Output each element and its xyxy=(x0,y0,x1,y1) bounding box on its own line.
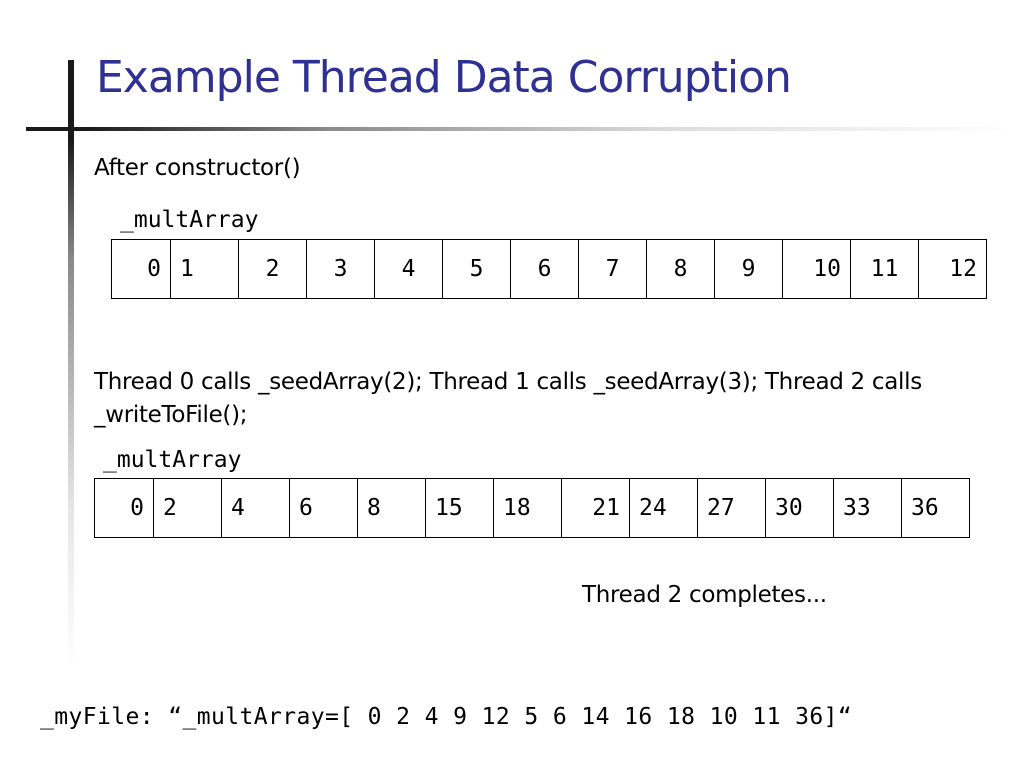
array1-cell: 10 xyxy=(783,239,851,299)
slide-title: Example Thread Data Corruption xyxy=(96,52,792,103)
array2-cell: 0 xyxy=(94,478,154,538)
array1-cell: 1 xyxy=(171,239,239,299)
array2-cell: 36 xyxy=(902,478,970,538)
array1-cell: 6 xyxy=(511,239,579,299)
array1-cell: 0 xyxy=(111,239,171,299)
array2-label: _multArray xyxy=(103,447,242,473)
array1-cell: 11 xyxy=(851,239,919,299)
thread-calls-text: Thread 0 calls _seedArray(2); Thread 1 c… xyxy=(94,369,922,428)
array1-cell: 3 xyxy=(307,239,375,299)
array1-cell: 8 xyxy=(647,239,715,299)
array2-cell: 15 xyxy=(426,478,494,538)
array2-cell: 30 xyxy=(766,478,834,538)
mult-array-initial: 0 1 2 3 4 5 6 7 8 9 10 11 12 xyxy=(111,239,987,299)
mult-array-corrupted: 0 2 4 6 8 15 18 21 24 27 30 33 36 xyxy=(94,478,970,538)
array2-cell: 33 xyxy=(834,478,902,538)
array2-cell: 18 xyxy=(494,478,562,538)
array2-cell: 8 xyxy=(358,478,426,538)
array2-cell: 27 xyxy=(698,478,766,538)
array1-cell: 5 xyxy=(443,239,511,299)
my-file-output: _myFile: “_multArray=[ 0 2 4 9 12 5 6 14… xyxy=(40,704,853,730)
array1-cell: 9 xyxy=(715,239,783,299)
vertical-accent-line xyxy=(68,60,74,670)
array1-cell: 12 xyxy=(919,239,987,299)
array2-cell: 24 xyxy=(630,478,698,538)
thread2-completes-text: Thread 2 completes... xyxy=(582,582,827,608)
array2-cell: 6 xyxy=(290,478,358,538)
array2-cell: 2 xyxy=(154,478,222,538)
array1-cell: 7 xyxy=(579,239,647,299)
array2-cell: 4 xyxy=(222,478,290,538)
array1-label: _multArray xyxy=(120,207,259,233)
array2-cell: 21 xyxy=(562,478,630,538)
horizontal-accent-line xyxy=(26,127,1024,131)
array1-cell: 4 xyxy=(375,239,443,299)
array1-cell: 2 xyxy=(239,239,307,299)
after-constructor-text: After constructor() xyxy=(94,155,301,181)
